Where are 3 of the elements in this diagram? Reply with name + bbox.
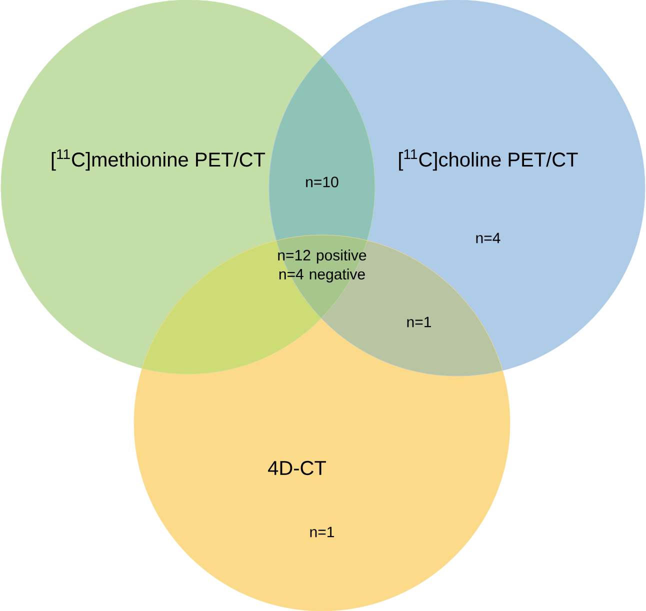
count-label: n=10 [306,176,338,188]
count-label: n=12 positive n=4 negative [278,250,366,282]
count-label: n=1 [407,316,431,328]
